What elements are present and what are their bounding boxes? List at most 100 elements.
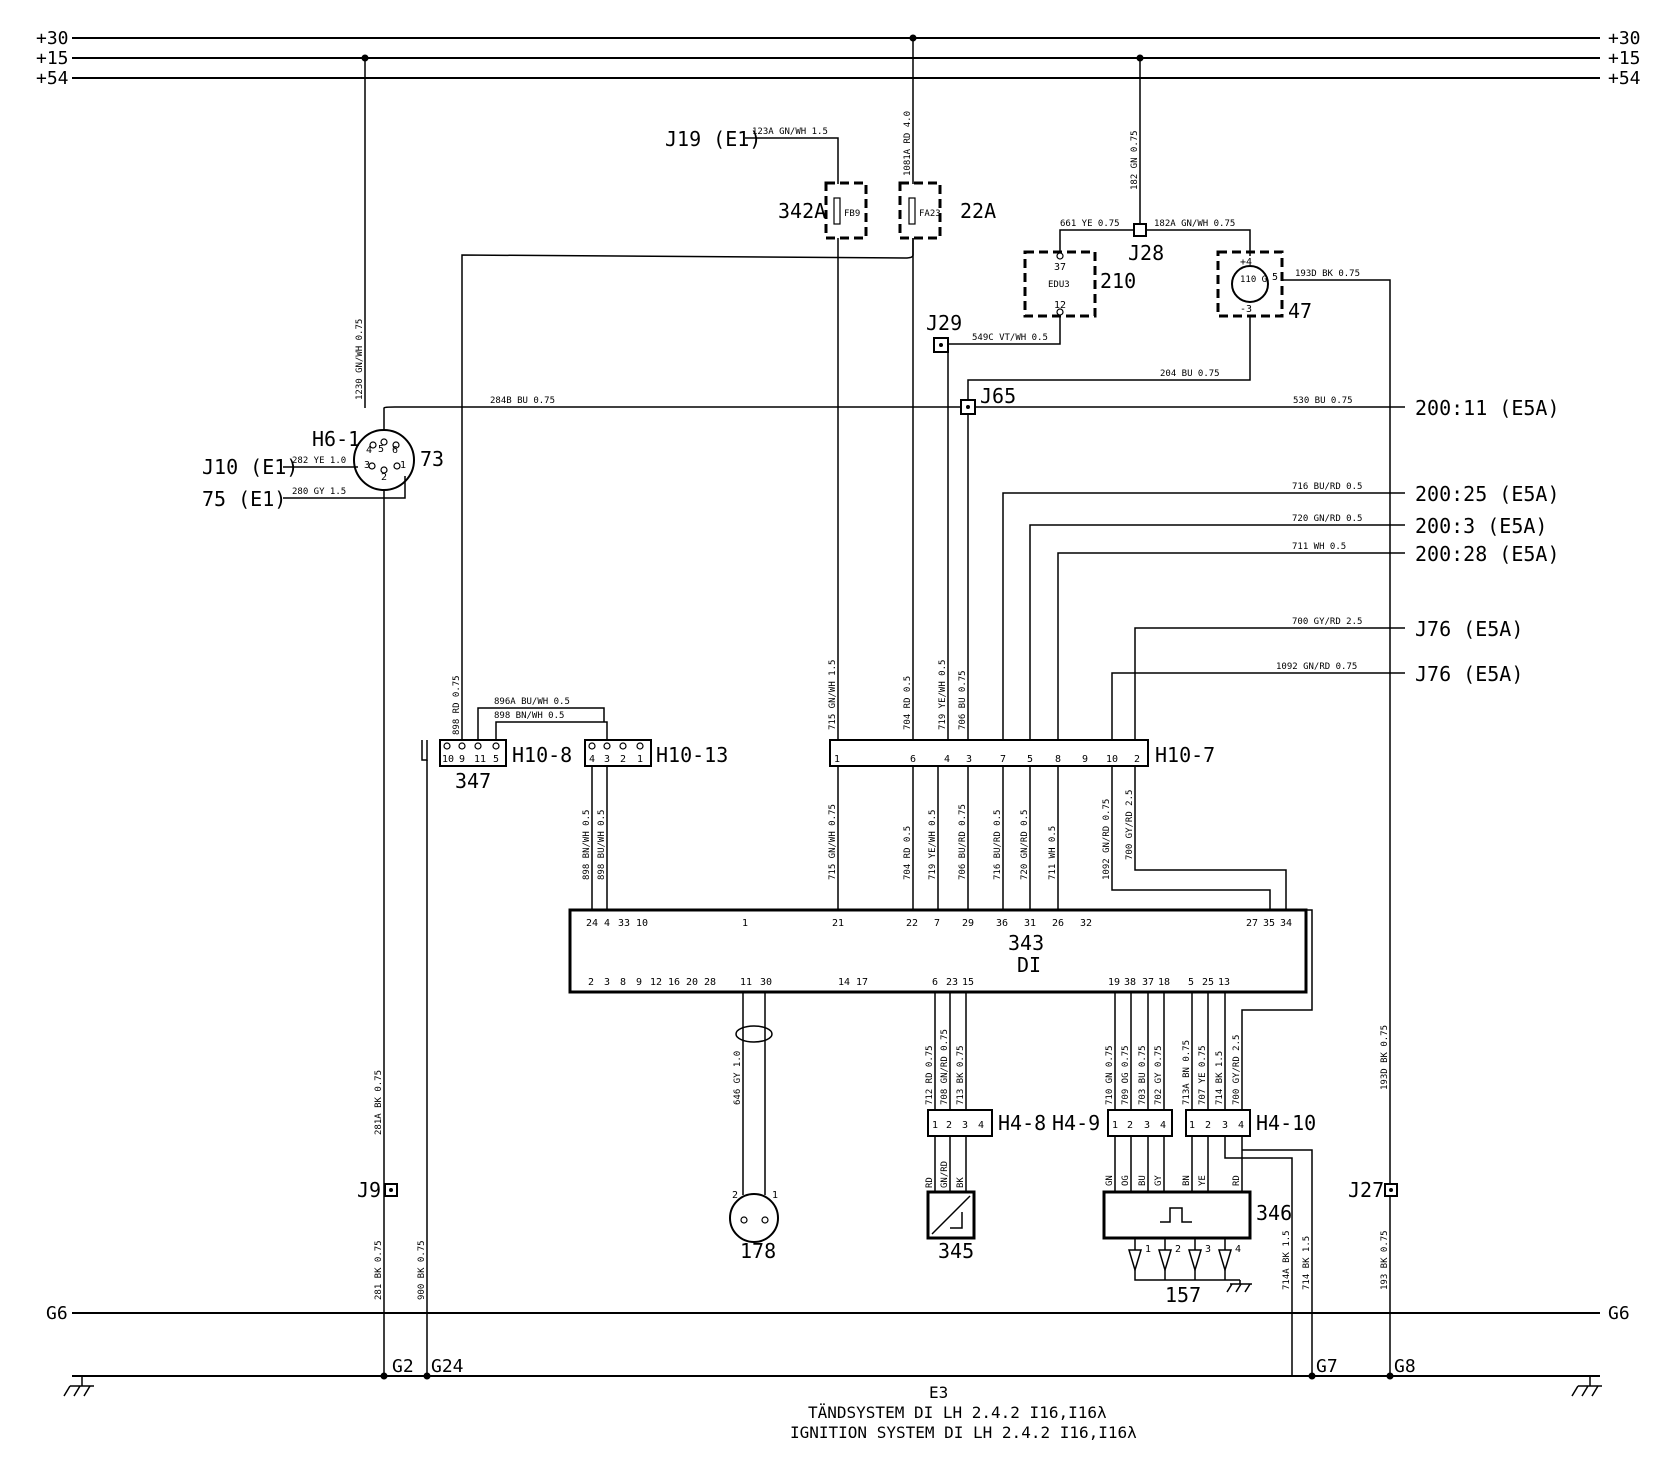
pin-31: 31 xyxy=(1024,918,1036,929)
c210-pin-12: 12 xyxy=(1054,300,1066,311)
wires-346: GN OG BU GY BN YE RD 714A BK 1.5 714 BK … xyxy=(1105,1136,1338,1380)
rail-15-label-left: +15 xyxy=(36,48,69,69)
pin-13: 13 xyxy=(1218,977,1230,988)
connector-73: 4 5 6 3 2 1 H6-1 73 xyxy=(312,427,444,491)
wire-182a: 182A GN/WH 0.75 xyxy=(1146,219,1251,256)
ref-200-3: 200:3 (E5A) xyxy=(1415,514,1547,538)
pin-24: 24 xyxy=(586,918,598,929)
c346-wire-bu: BU xyxy=(1138,1175,1148,1186)
pin-28: 28 xyxy=(704,977,716,988)
wire-716-lower-label: 716 BU/RD 0.5 xyxy=(993,810,1003,880)
fuse-fa23-label: FA23 xyxy=(919,209,941,219)
wires-h4-9: 710 GN 0.75 709 OG 0.75 703 BU 0.75 702 … xyxy=(1105,992,1165,1110)
fuse-fb9-label: FB9 xyxy=(844,209,860,219)
component-347-label: 347 xyxy=(455,769,491,793)
wire-715-label: 715 GN/WH 1.5 xyxy=(828,660,838,730)
pin-25: 25 xyxy=(1202,977,1214,988)
h10-8-pin-11: 11 xyxy=(474,754,486,765)
c210-pin-37: 37 xyxy=(1054,262,1066,273)
c345-wire-bk: BK xyxy=(956,1177,966,1188)
pin-4: 4 xyxy=(604,918,610,929)
h10-7-upper-labels: 715 GN/WH 1.5 704 RD 0.5 719 YE/WH 0.5 7… xyxy=(828,660,968,730)
wire-204: 204 BU 0.75 J65 xyxy=(960,316,1251,740)
wire-280-label: 280 GY 1.5 xyxy=(292,487,346,497)
connector-h4-10: 1 2 3 4 H4-10 xyxy=(1185,1109,1316,1137)
footer: E3 TÄNDSYSTEM DI LH 2.4.2 I16,I16λ IGNIT… xyxy=(790,1383,1137,1442)
wire-646: 646 GY 1.0 xyxy=(733,992,773,1195)
pin-37: 37 xyxy=(1142,977,1154,988)
junction-j29: J29 xyxy=(926,311,962,335)
wire-711-top-label: 711 WH 0.5 xyxy=(1292,542,1346,552)
h10-7-label: H10-7 xyxy=(1155,743,1215,767)
wire-182-label: 182 GN 0.75 xyxy=(1130,130,1140,190)
wire-282-label: 282 YE 1.0 xyxy=(292,456,346,466)
wire-898b-label: 898 BN/WH 0.5 xyxy=(494,711,564,721)
wire-700-top-label: 700 GY/RD 2.5 xyxy=(1292,617,1362,627)
pin-30: 30 xyxy=(760,977,772,988)
wire-1092-top-label: 1092 GN/RD 0.75 xyxy=(1276,662,1357,672)
pin-2: 2 xyxy=(588,977,594,988)
h10-8-pin-10: 10 xyxy=(442,754,454,765)
wire-711-ref: 711 WH 0.5 200:28 (E5A) xyxy=(1057,542,1560,740)
h10-8-pin-9: 9 xyxy=(459,754,465,765)
wire-193d-label: 193D BK 0.75 xyxy=(1295,269,1360,279)
h10-8-label: H10-8 xyxy=(512,743,572,767)
c346-wire-gn: GN xyxy=(1105,1175,1115,1186)
pin-33: 33 xyxy=(618,918,630,929)
wire-204-label: 204 BU 0.75 xyxy=(1160,369,1220,379)
connector-h10-13: 4 3 2 1 H10-13 xyxy=(584,739,728,767)
h4-8-pin-4: 4 xyxy=(978,1120,984,1131)
wire-714-label: 714 BK 1.5 xyxy=(1215,1051,1225,1105)
pin-32: 32 xyxy=(1080,918,1092,929)
wire-281-label: 281 BK 0.75 xyxy=(374,1240,384,1300)
wire-719-lower-label: 719 YE/WH 0.5 xyxy=(928,810,938,880)
ref-200-11: 200:11 (E5A) xyxy=(1415,396,1560,420)
wire-720-lower-label: 720 GN/RD 0.5 xyxy=(1020,810,1030,880)
rail-30-label-right: +30 xyxy=(1608,28,1641,49)
pin-36: 36 xyxy=(996,918,1008,929)
h6-pin-6: 6 xyxy=(392,445,398,456)
h6-pin-3: 3 xyxy=(364,460,370,471)
h10-13-pin-3: 3 xyxy=(604,754,610,765)
pin-5: 5 xyxy=(1188,977,1194,988)
wire-719-label: 719 YE/WH 0.5 xyxy=(938,660,948,730)
wire-549c: J29 549C VT/WH 0.5 xyxy=(926,311,1061,740)
pin-38: 38 xyxy=(1124,977,1136,988)
wire-1230-label: 1230 GN/WH 0.75 xyxy=(355,319,365,400)
wire-714a-label: 714A BK 1.5 xyxy=(1282,1230,1292,1290)
component-210: 37 EDU3 12 210 xyxy=(1023,250,1136,318)
edu3-label: EDU3 xyxy=(1048,280,1070,290)
junction-j9: J9 xyxy=(357,1178,381,1202)
wire-707-label: 707 YE 0.75 xyxy=(1198,1045,1208,1105)
pin-20: 20 xyxy=(686,977,698,988)
wire-549c-label: 549C VT/WH 0.5 xyxy=(972,333,1048,343)
h4-8-label: H4-8 xyxy=(998,1111,1046,1135)
ref-75: 75 (E1) xyxy=(202,487,286,511)
wire-896a-898b: 896A BU/WH 0.5 898 BN/WH 0.5 xyxy=(477,697,608,740)
wire-898-bu-lower-label: 898 BU/WH 0.5 xyxy=(597,810,607,880)
pin-12: 12 xyxy=(650,977,662,988)
c178-pin-2: 2 xyxy=(732,1190,738,1201)
power-rails: +30 +15 +54 +30 +15 +54 G6 G6 xyxy=(36,28,1641,1397)
c178-pin-1: 1 xyxy=(772,1190,778,1201)
wire-193d-label-2: 193D BK 0.75 xyxy=(1380,1025,1390,1090)
pin-17: 17 xyxy=(856,977,868,988)
wire-898-feed: 898 RD 0.75 xyxy=(452,238,914,740)
pin-1: 1 xyxy=(742,918,748,929)
wire-712-label: 712 RD 0.75 xyxy=(925,1045,935,1105)
fuse-342a: FB9 342A xyxy=(778,181,868,240)
wire-900-label: 900 BK 0.75 xyxy=(417,1240,427,1300)
h4-9-pin-1: 1 xyxy=(1112,1120,1118,1131)
control-unit-343: 343 DI xyxy=(568,908,1308,994)
wire-720-top-label: 720 GN/RD 0.5 xyxy=(1292,514,1362,524)
wire-1092-lower-label: 1092 GN/RD 0.75 xyxy=(1102,799,1112,880)
h10-7-pin-2: 2 xyxy=(1134,754,1140,765)
h4-10-label: H4-10 xyxy=(1256,1111,1316,1135)
h6-pin-5: 5 xyxy=(378,444,384,455)
pin-16: 16 xyxy=(668,977,680,988)
wire-710-label: 710 GN 0.75 xyxy=(1105,1045,1115,1105)
pin-23: 23 xyxy=(946,977,958,988)
h10-13-pin-4: 4 xyxy=(589,754,595,765)
c47-core-label: 110 G xyxy=(1240,275,1267,285)
pin-26: 26 xyxy=(1052,918,1064,929)
